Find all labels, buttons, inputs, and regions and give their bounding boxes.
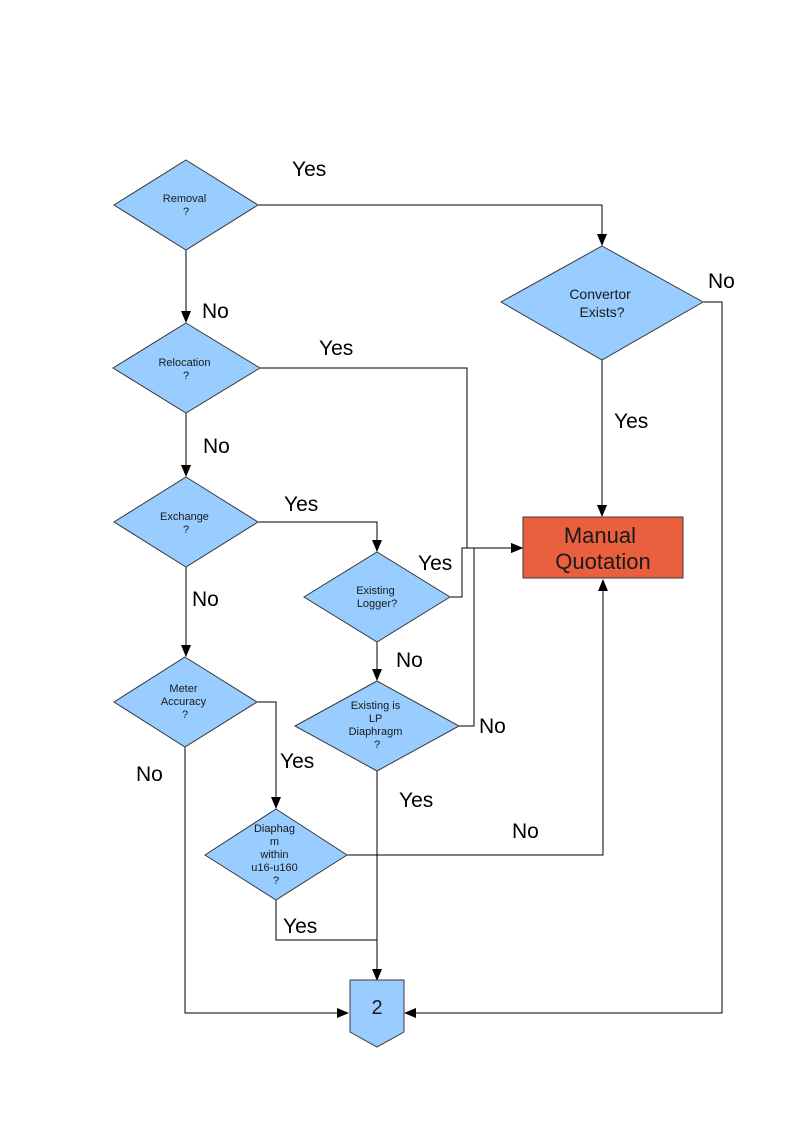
node-convertor-line1: Convertor	[569, 286, 631, 302]
label-logger-no: No	[396, 649, 423, 672]
node-convertor-line2: Exists?	[579, 304, 624, 320]
edge-range-yes	[275, 900, 377, 941]
svg-text:Removal ?: Removal ?	[163, 193, 209, 218]
node-relocation-line2: ?	[183, 370, 189, 382]
label-logger-yes: Yes	[418, 552, 452, 575]
label-lp-no: No	[479, 715, 506, 738]
node-removal-line2: ?	[183, 206, 189, 218]
svg-text:Relocation ?: Relocation ?	[158, 357, 213, 382]
label-removal-yes: Yes	[292, 158, 326, 181]
label-range-no: No	[512, 820, 539, 843]
node-exchange-line1: Exchange	[160, 511, 209, 523]
node-existing-logger: Existing Logger?	[303, 551, 451, 643]
edge-convertor-no	[404, 301, 723, 1018]
node-diaphragm-range: Diaphag m within u16-u160 ?	[204, 808, 348, 901]
node-manual-quotation: Manual Quotation	[522, 516, 684, 579]
node-meter-accuracy-line1: Meter	[169, 683, 197, 695]
edge-range-no	[347, 579, 608, 856]
label-exchange-no: No	[192, 588, 219, 611]
label-convertor-no: No	[708, 270, 735, 293]
svg-text:Existing Logger?: Existing Logger?	[356, 585, 398, 610]
svg-text:Diaphag m within: Diaphag m within u16-u160 ?	[251, 823, 301, 887]
label-lp-yes: Yes	[399, 789, 433, 812]
node-existing-lp-line4: ?	[374, 739, 380, 751]
node-existing-logger-line2: Logger?	[357, 598, 397, 610]
label-accuracy-yes: Yes	[280, 750, 314, 773]
node-existing-lp-line1: Existing is	[351, 700, 401, 712]
node-meter-accuracy-line2: Accuracy	[161, 696, 207, 708]
label-removal-no: No	[202, 300, 229, 323]
label-relocation-no: No	[203, 435, 230, 458]
node-exchange: Exchange ?	[113, 476, 259, 568]
node-existing-lp-line2: LP	[369, 713, 382, 725]
node-meter-accuracy: Meter Accuracy ?	[113, 656, 258, 748]
label-range-yes: Yes	[283, 915, 317, 938]
svg-text:Manual Quotation: Manual Quotation	[555, 523, 650, 574]
node-removal: Removal ?	[113, 159, 259, 251]
node-existing-lp: Existing is LP Diaphragm ?	[293, 680, 461, 772]
offpage-connector-2: 2	[349, 979, 405, 1048]
edge-accuracy-yes	[257, 701, 281, 809]
edge-relocation-yes	[260, 367, 523, 553]
node-relocation: Relocation ?	[112, 322, 261, 414]
edges	[181, 204, 723, 1018]
node-relocation-line1: Relocation	[158, 357, 210, 369]
edge-lp-no	[459, 543, 523, 727]
node-meter-accuracy-line3: ?	[182, 709, 188, 721]
svg-text:Convertor Exists?: Convertor Exists?	[569, 286, 634, 320]
svg-text:Exchange ?: Exchange ?	[160, 511, 212, 536]
node-existing-lp-line3: Diaphragm	[349, 726, 403, 738]
node-diaphragm-range-line3: within	[259, 849, 288, 861]
node-manual-quotation-line2: Quotation	[555, 549, 650, 574]
label-convertor-yes: Yes	[614, 410, 648, 433]
edge-exchange-yes	[258, 521, 382, 552]
node-manual-quotation-line1: Manual	[564, 523, 636, 548]
node-diaphragm-range-line1: Diaphag	[254, 823, 295, 835]
node-diaphragm-range-line4: u16-u160	[251, 862, 298, 874]
label-accuracy-no: No	[136, 763, 163, 786]
edge-labels: Yes No Yes No Yes No Yes No No Yes Yes N…	[136, 158, 735, 938]
label-exchange-yes: Yes	[284, 493, 318, 516]
node-diaphragm-range-line5: ?	[273, 875, 279, 887]
node-removal-line1: Removal	[163, 193, 206, 205]
svg-text:Existing is LP Dia: Existing is LP Diaphragm ?	[349, 700, 406, 751]
edge-logger-yes	[450, 543, 523, 598]
offpage-connector-label: 2	[371, 997, 382, 1019]
node-exchange-line2: ?	[183, 524, 189, 536]
node-convertor-exists: Convertor Exists?	[499, 245, 705, 361]
edge-removal-yes	[258, 204, 607, 246]
node-existing-logger-line1: Existing	[356, 585, 395, 597]
node-diaphragm-range-line2: m	[270, 836, 279, 848]
svg-text:Meter Accuracy ?: Meter Accuracy ?	[161, 683, 209, 721]
edge-accuracy-no	[184, 747, 349, 1018]
label-relocation-yes: Yes	[319, 337, 353, 360]
